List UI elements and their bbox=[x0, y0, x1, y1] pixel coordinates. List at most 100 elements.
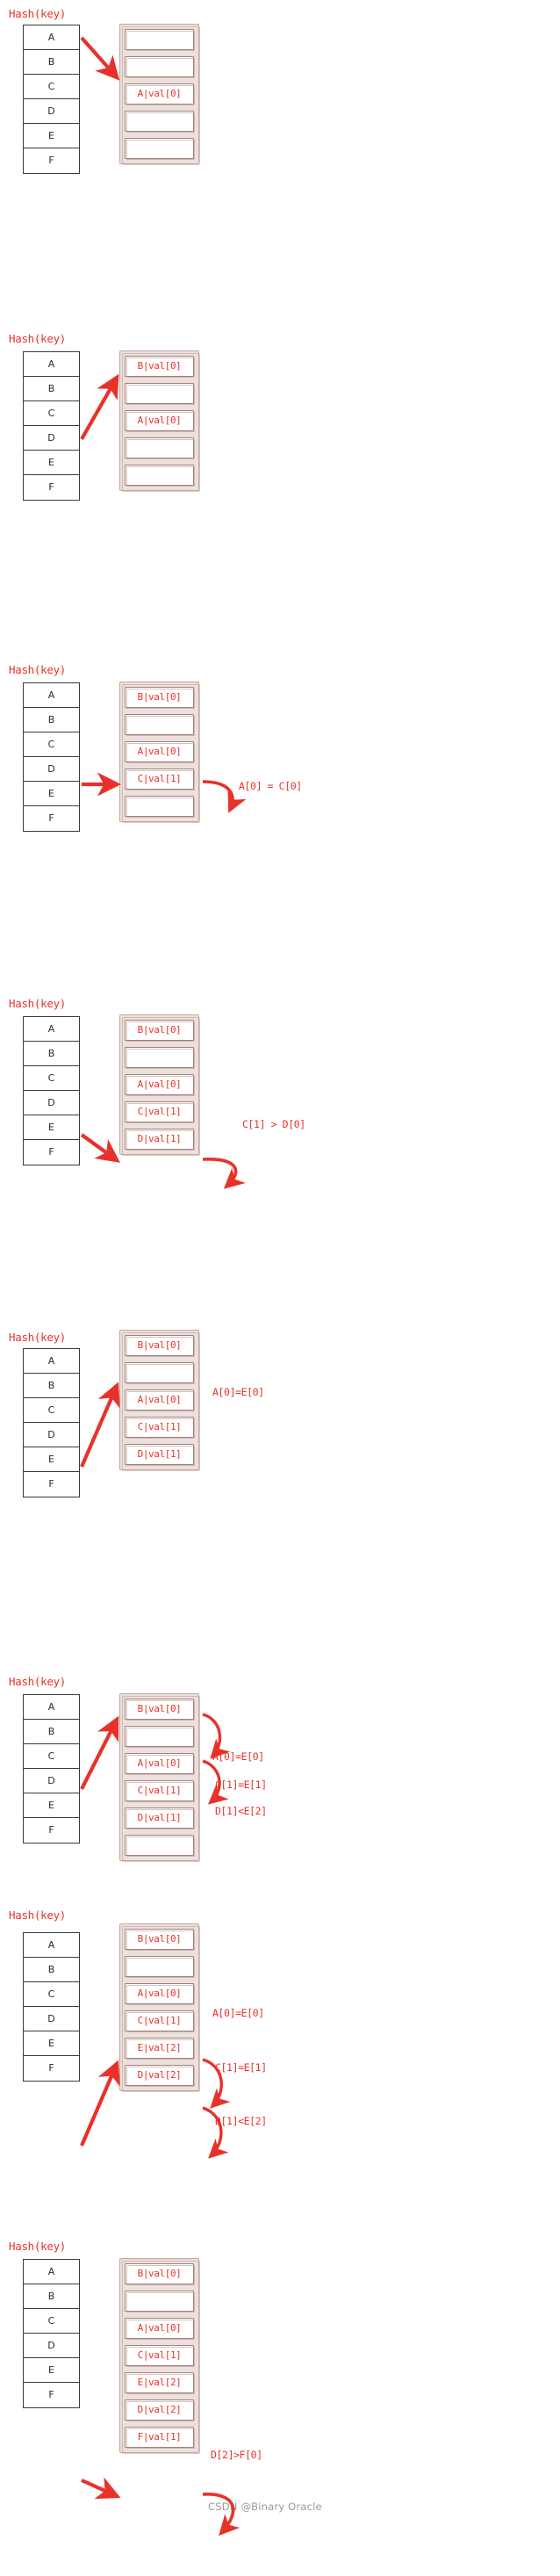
bucket-slot-2: A|val[0] bbox=[125, 741, 195, 763]
annotation-0: A[0]=E[0] bbox=[212, 1750, 264, 1763]
annotation-0: C[1] > D[0] bbox=[242, 1118, 305, 1130]
key-cell-a: A bbox=[24, 25, 79, 50]
bucket-slot-3: C|val[1] bbox=[125, 1780, 195, 1802]
hash-label: Hash(key) bbox=[9, 2240, 67, 2253]
key-cell-e: E bbox=[24, 1793, 79, 1818]
key-cell-d: D bbox=[24, 757, 79, 782]
key-column: A B C D E F bbox=[23, 25, 80, 174]
bucket-slot-4: D|val[1] bbox=[125, 1444, 195, 1466]
key-cell-e: E bbox=[24, 782, 79, 806]
bucket-slot-5: D|val[2] bbox=[125, 2065, 195, 2087]
key-cell-f: F bbox=[24, 2383, 79, 2407]
bucket-slot-2: A|val[0] bbox=[125, 1753, 195, 1775]
bucket-array: A|val[0] bbox=[119, 24, 200, 165]
bucket-slot-4: E|val[2] bbox=[125, 2038, 195, 2060]
bucket-slot-1 bbox=[125, 56, 195, 78]
bucket-array: B|val[0] A|val[0] C|val[1] D|val[1] bbox=[119, 1014, 200, 1156]
hash-label: Hash(key) bbox=[9, 1331, 67, 1344]
key-cell-c: C bbox=[24, 75, 79, 99]
bucket-slot-2: A|val[0] bbox=[125, 410, 195, 432]
key-cell-e: E bbox=[24, 1447, 79, 1472]
key-column: A B C D E F bbox=[23, 2259, 80, 2408]
key-cell-a: A bbox=[24, 2260, 79, 2284]
bucket-slot-3: C|val[1] bbox=[125, 2010, 195, 2032]
bucket-slot-2: A|val[0] bbox=[125, 2318, 195, 2340]
key-cell-a: A bbox=[24, 352, 79, 377]
bucket-slot-4: D|val[1] bbox=[125, 1129, 195, 1151]
key-cell-a: A bbox=[24, 1933, 79, 1958]
hash-label: Hash(key) bbox=[9, 7, 67, 20]
key-cell-b: B bbox=[24, 1958, 79, 1982]
key-cell-c: C bbox=[24, 1744, 79, 1769]
key-cell-c: C bbox=[24, 1066, 79, 1091]
bucket-slot-0: B|val[0] bbox=[125, 1929, 195, 1951]
panel-3: Hash(key) A B C D E F B|val[0] A|val[0] … bbox=[0, 663, 560, 1006]
key-cell-b: B bbox=[24, 377, 79, 401]
bucket-slot-2: A|val[0] bbox=[125, 1389, 195, 1411]
key-cell-d: D bbox=[24, 1769, 79, 1793]
annotation-1: C[1]=E[1] bbox=[215, 2061, 267, 2074]
bucket-slot-1 bbox=[125, 1956, 195, 1978]
watermark: CSDN @Binary Oracle bbox=[208, 2500, 322, 2513]
key-cell-d: D bbox=[24, 1091, 79, 1115]
hash-label: Hash(key) bbox=[9, 997, 67, 1010]
key-cell-e: E bbox=[24, 124, 79, 148]
bucket-slot-1 bbox=[125, 1047, 195, 1069]
bucket-slot-1 bbox=[125, 383, 195, 405]
annotation-1: C[1]=E[1] bbox=[215, 1779, 267, 1791]
key-cell-a: A bbox=[24, 683, 79, 708]
key-cell-e: E bbox=[24, 2031, 79, 2056]
bucket-array: B|val[0] A|val[0] C|val[1] bbox=[119, 682, 200, 823]
key-cell-b: B bbox=[24, 1042, 79, 1066]
bucket-slot-0: B|val[0] bbox=[125, 687, 195, 709]
key-column: A B C D E F bbox=[23, 682, 80, 832]
key-cell-f: F bbox=[24, 2056, 79, 2081]
key-column: A B C D E F bbox=[23, 1932, 80, 2082]
key-cell-d: D bbox=[24, 99, 79, 124]
bucket-slot-3: C|val[1] bbox=[125, 768, 195, 790]
bucket-slot-1 bbox=[125, 1362, 195, 1384]
bucket-slot-2: A|val[0] bbox=[125, 1074, 195, 1096]
key-column: A B C D E F bbox=[23, 1694, 80, 1844]
annotation-0: A[0] = C[0] bbox=[239, 780, 302, 792]
bucket-slot-4 bbox=[125, 796, 195, 818]
annotation-2: D[1]<E[2] bbox=[215, 1805, 267, 1817]
annotation-2: D[1]<E[2] bbox=[215, 2115, 267, 2127]
bucket-slot-5: D|val[2] bbox=[125, 2399, 195, 2421]
bucket-slot-3: C|val[1] bbox=[125, 1417, 195, 1439]
key-cell-f: F bbox=[24, 1818, 79, 1843]
bucket-slot-4: D|val[1] bbox=[125, 1808, 195, 1829]
bucket-slot-4: E|val[2] bbox=[125, 2372, 195, 2394]
key-cell-f: F bbox=[24, 1472, 79, 1497]
panel-7: Hash(key) A B C D E F B|val[0] A|val[0] … bbox=[0, 1901, 560, 2235]
bucket-slot-0 bbox=[125, 29, 195, 51]
panel-5: Hash(key) A B C D E F B|val[0] A|val[0] … bbox=[0, 1330, 560, 1682]
key-cell-c: C bbox=[24, 732, 79, 757]
key-cell-b: B bbox=[24, 50, 79, 75]
annotation-0: A[0]=E[0] bbox=[212, 2007, 264, 2019]
key-cell-d: D bbox=[24, 426, 79, 451]
key-cell-b: B bbox=[24, 2284, 79, 2309]
key-cell-a: A bbox=[24, 1349, 79, 1374]
panel-6: Hash(key) A B C D E F B|val[0] A|val[0] … bbox=[0, 1675, 560, 1901]
key-cell-a: A bbox=[24, 1695, 79, 1720]
key-cell-c: C bbox=[24, 1982, 79, 2007]
bucket-slot-4 bbox=[125, 138, 195, 160]
bucket-array: B|val[0] A|val[0] C|val[1] E|val[2] D|va… bbox=[119, 1923, 200, 2092]
key-cell-f: F bbox=[24, 148, 79, 173]
annotation-0: D[2]>F[0] bbox=[211, 2449, 262, 2461]
panel-4: Hash(key) A B C D E F B|val[0] A|val[0] … bbox=[0, 997, 560, 1344]
bucket-slot-1 bbox=[125, 1726, 195, 1748]
key-cell-d: D bbox=[24, 2007, 79, 2031]
hash-label: Hash(key) bbox=[9, 663, 67, 676]
key-column: A B C D E F bbox=[23, 1348, 80, 1497]
hash-label: Hash(key) bbox=[9, 332, 67, 345]
bucket-slot-3: C|val[1] bbox=[125, 1101, 195, 1123]
bucket-slot-0: B|val[0] bbox=[125, 1020, 195, 1042]
bucket-slot-1 bbox=[125, 714, 195, 736]
key-cell-b: B bbox=[24, 708, 79, 732]
hash-label: Hash(key) bbox=[9, 1675, 67, 1688]
panel-8: Hash(key) A B C D E F B|val[0] A|val[0] … bbox=[0, 2235, 560, 2576]
bucket-slot-2: A|val[0] bbox=[125, 1983, 195, 2005]
